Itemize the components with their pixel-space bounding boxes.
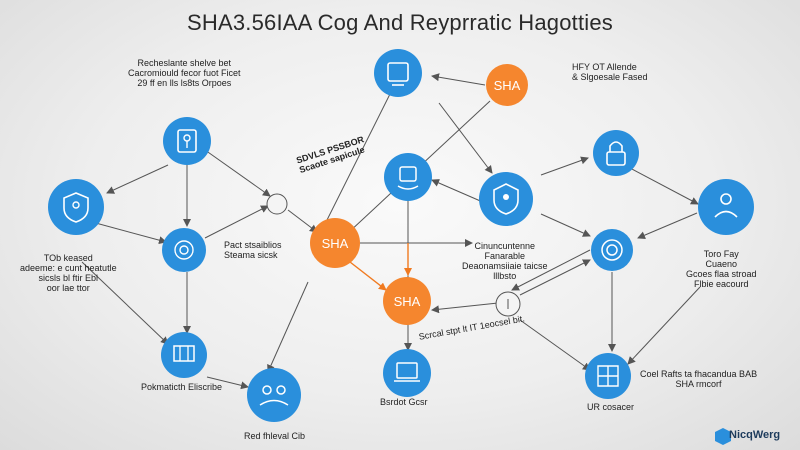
- sha-node-left[interactable]: SHA: [310, 218, 360, 268]
- label-line: Coel Rafts ta fhacandua BAB: [640, 369, 758, 379]
- connectors: [81, 73, 701, 390]
- logo-text: NicqWerg: [729, 429, 781, 441]
- tablet-icon[interactable]: [374, 49, 422, 97]
- bank-icon[interactable]: [591, 229, 633, 271]
- label-line: sicsls bl ftir Ebl: [38, 273, 99, 283]
- page-title: SHA3.56IAA Cog And Reyprratic Hagotties: [186, 10, 614, 35]
- hand-chip-icon[interactable]: [384, 153, 432, 201]
- connector: [204, 149, 271, 197]
- people-icon[interactable]: [161, 332, 207, 378]
- sha-node-top[interactable]: SHA: [486, 64, 528, 106]
- label-center-left: Pact stsaiblios Steama sicsk: [224, 240, 282, 260]
- connector: [321, 93, 391, 231]
- connector: [206, 376, 249, 390]
- connector: [431, 73, 486, 86]
- label-line: 29 ff en lls ls8ts Orpoes: [137, 78, 232, 88]
- label-bottom-right-1: Coel Rafts ta fhacandua BAB SHA rmcorf: [640, 369, 757, 389]
- label-right-mid: Toro Fay Cuaeno Gcoes flaa stroad Flbie …: [686, 249, 757, 289]
- label-line: oor lae ttor: [46, 283, 90, 293]
- connector: [431, 179, 486, 204]
- label-top-left: Recheslante shelve bet Cacromiould fecor…: [128, 58, 241, 88]
- label-bottom-left: Pokmaticth Eliscribe: [141, 382, 223, 392]
- label-line: Cuaeno: [705, 259, 738, 269]
- label-line: lllbsto: [493, 271, 517, 281]
- sha-node-left-label: SHA: [322, 236, 349, 251]
- connector: [431, 302, 499, 314]
- label-bottom-center-left: Red fhleval Cib: [244, 431, 306, 441]
- laptop-icon[interactable]: [247, 368, 301, 422]
- label-line: Gcoes flaa stroad: [686, 269, 757, 279]
- sha-node-center-label: SHA: [394, 294, 421, 309]
- connector: [511, 249, 591, 291]
- sha-node-center[interactable]: SHA: [383, 277, 431, 325]
- connector: [438, 102, 493, 174]
- connector: [540, 213, 591, 237]
- connector: [629, 167, 699, 205]
- label-line: Deaonamsiiaie taicse: [462, 261, 548, 271]
- label-center-right: Cinuncuntenne Fanarable Deaonamsiiaie ta…: [462, 241, 548, 281]
- label-left-mid: TOb keased adeeme: e cunt heatutle sicsl…: [20, 253, 117, 293]
- label-line: Pact stsaiblios: [224, 240, 282, 250]
- label-bottom-right-2: UR cosacer: [587, 402, 635, 412]
- orange-connector: [349, 261, 387, 291]
- fingerprint-icon[interactable]: [162, 228, 206, 272]
- logo-mark-icon: [715, 428, 731, 445]
- connector: [540, 156, 589, 176]
- connector: [637, 212, 698, 239]
- label-line: Toro Fay: [703, 249, 739, 259]
- label-line: HFY OT Allende: [572, 62, 637, 72]
- user-lock-icon[interactable]: [698, 179, 754, 235]
- key-lock-icon[interactable]: [163, 117, 211, 165]
- label-bottom-center: Bsrdot Gcsr: [380, 397, 428, 407]
- label-line: & Slgoesale Fased: [572, 72, 648, 82]
- connector: [106, 164, 169, 194]
- label-line: TOb keased: [43, 253, 93, 263]
- label-line: adeeme: e cunt heatutle: [20, 263, 117, 273]
- connector: [267, 281, 309, 373]
- junction-node: [266, 193, 288, 215]
- connector: [519, 259, 591, 296]
- label-line: Flbie eacourd: [694, 279, 749, 289]
- connector: [519, 319, 591, 371]
- sha-node-top-label: SHA: [494, 78, 521, 93]
- grid-icon[interactable]: [585, 353, 631, 399]
- connector: [81, 261, 169, 345]
- shield-people-icon[interactable]: [479, 172, 533, 226]
- label-line: Cinuncuntenne: [474, 241, 536, 251]
- connector: [91, 221, 167, 245]
- connector: [627, 286, 701, 365]
- connector: [204, 205, 269, 239]
- label-line: Cacromiould fecor fuot Ficet: [128, 68, 241, 78]
- network-icon[interactable]: [383, 349, 431, 397]
- label-line: Fanarable: [484, 251, 526, 261]
- lock-icon[interactable]: [593, 130, 639, 176]
- label-line: SHA rmcorf: [675, 379, 722, 389]
- shield-key-icon[interactable]: [48, 179, 104, 235]
- orange-connectors: [349, 243, 412, 291]
- connector: [287, 209, 318, 233]
- label-top-right: HFY OT Allende & Slgoesale Fased: [572, 62, 648, 82]
- label-line: Recheslante shelve bet: [137, 58, 232, 68]
- brand-logo: NicqWerg: [707, 429, 780, 441]
- label-line: Steama sicsk: [224, 250, 278, 260]
